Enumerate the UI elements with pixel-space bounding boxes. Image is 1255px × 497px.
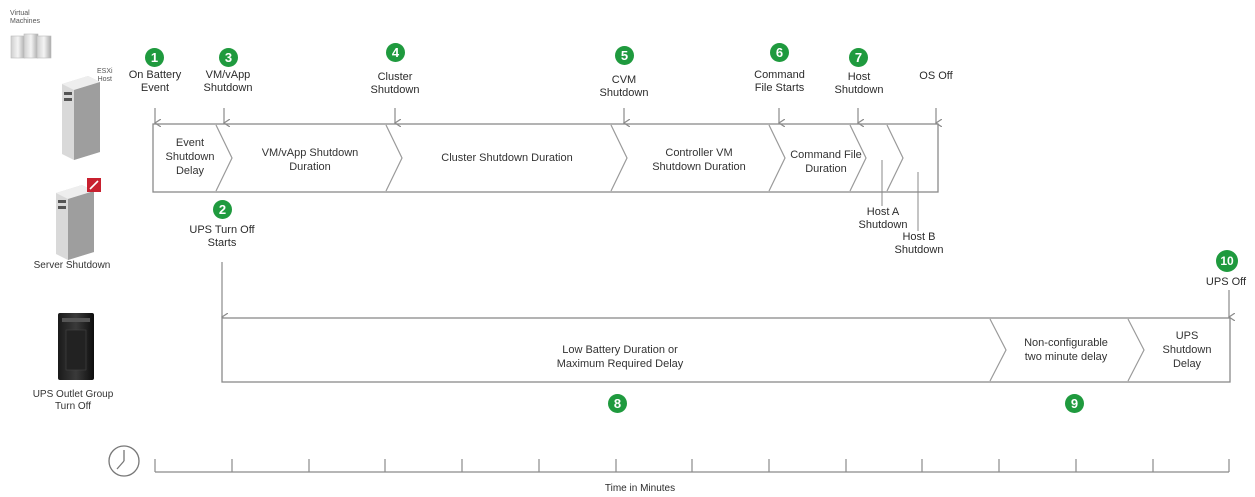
event-badge-8: 8 [608, 394, 627, 413]
time-axis-label: Time in Minutes [604, 483, 676, 494]
event-badge-1: 1 [145, 48, 164, 67]
event-badge-5: 5 [615, 46, 634, 65]
esxi-host-label: ESXi Host [97, 68, 113, 83]
event-badge-4: 4 [386, 43, 405, 62]
event-badge-6: 6 [770, 43, 789, 62]
event-arrows [155, 108, 936, 123]
clock-icon [108, 445, 140, 477]
virtual-machines-label: Virtual Machines [10, 10, 40, 25]
ups-outlet-group-bar [221, 317, 1231, 383]
event-badge-10: 10 [1216, 250, 1238, 272]
virtual-machines-icon [10, 33, 52, 59]
event-badge-3: 3 [219, 48, 238, 67]
event-badge-2: 2 [213, 200, 232, 219]
server-shutdown-label: Server Shutdown [33, 260, 111, 271]
event-label-ups-off: UPS Off [1205, 276, 1247, 288]
segment-cluster-shutdown-duration: Cluster Shutdown Duration [441, 152, 573, 164]
server-shutdown-bar [152, 123, 939, 193]
ups-icon [58, 313, 94, 380]
event-badge-7: 7 [849, 48, 868, 67]
host-leader-lines [881, 160, 919, 231]
event-label-os-off: OS Off [919, 70, 953, 82]
event-badge-9: 9 [1065, 394, 1084, 413]
time-axis [154, 459, 1230, 473]
ups-outlet-group-label: UPS Outlet Group Turn Off [32, 389, 114, 412]
server-bar-separators [215, 124, 904, 192]
ups-bar-separators [989, 318, 1145, 382]
esxi-host-server-icon [62, 76, 100, 160]
server-shutdown-icon [56, 178, 101, 260]
